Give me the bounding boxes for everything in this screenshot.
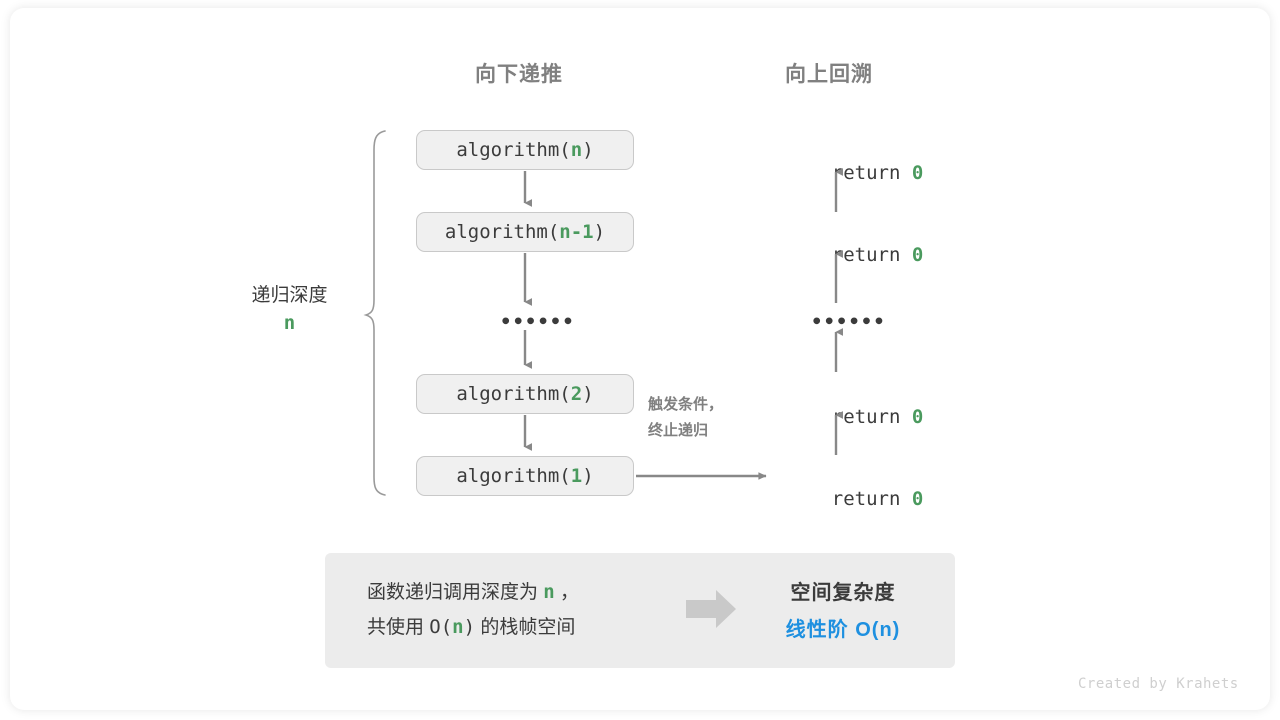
summary-line2-text: 共使用 — [367, 617, 430, 639]
return-label-2: return 0 — [786, 222, 924, 288]
call-box-prefix: algorithm( — [456, 383, 571, 405]
summary-box: 函数递归调用深度为 n ， 共使用 O(n) 的栈帧空间 空间复杂度 线性阶 O… — [325, 553, 955, 668]
footer-credit: Created by Krahets — [1078, 676, 1239, 692]
complexity-title: 空间复杂度 — [790, 582, 896, 604]
return-value: 0 — [911, 488, 924, 510]
call-box-suffix: ) — [582, 465, 594, 487]
summary-description: 函数递归调用深度为 n ， 共使用 O(n) 的栈帧空间 — [367, 575, 579, 645]
call-box-n-minus-1[interactable]: algorithm(n-1) — [416, 212, 634, 252]
recursion-depth-value: n — [283, 311, 296, 334]
summary-line1-tail: ， — [554, 582, 580, 603]
call-box-suffix: ) — [582, 139, 594, 161]
call-box-suffix: ) — [593, 221, 606, 243]
return-keyword: return — [831, 406, 912, 428]
column-header-ascend: 向上回溯 — [785, 63, 873, 86]
call-box-prefix: algorithm( — [456, 139, 571, 161]
return-keyword: return — [831, 162, 912, 184]
summary-line1-n: n — [543, 581, 555, 603]
ellipsis-dots-right: •••••• — [811, 311, 886, 333]
call-box-suffix: ) — [582, 383, 594, 405]
call-box-n[interactable]: algorithm(n) — [416, 130, 634, 170]
return-label-4: return 0 — [786, 466, 924, 532]
recursion-depth-label: 递归深度 n — [232, 282, 347, 337]
call-box-1[interactable]: algorithm(1) — [416, 456, 634, 496]
recursion-depth-text: 递归深度 — [251, 285, 328, 306]
return-value: 0 — [911, 406, 924, 428]
recursion-depth-brace — [363, 130, 386, 496]
call-box-arg: 1 — [570, 465, 583, 487]
return-keyword: return — [831, 488, 912, 510]
return-value: 0 — [911, 162, 924, 184]
summary-line2-n: n — [452, 616, 464, 639]
return-label-3: return 0 — [786, 384, 924, 450]
summary-line2-big-o: O( — [429, 616, 453, 639]
complexity-value: 线性阶 O(n) — [785, 619, 901, 641]
column-header-descend: 向下递推 — [475, 63, 563, 86]
terminate-condition-note: 触发条件， 终止递归 — [648, 396, 724, 440]
summary-line2-tail: 的栈帧空间 — [475, 617, 576, 639]
call-box-prefix: algorithm( — [444, 221, 560, 243]
summary-result: 空间复杂度 线性阶 O(n) — [743, 575, 943, 649]
call-box-arg: 2 — [570, 383, 583, 405]
call-box-arg: n-1 — [559, 221, 594, 243]
return-value: 0 — [911, 244, 924, 266]
call-box-arg: n — [570, 139, 583, 161]
call-box-2[interactable]: algorithm(2) — [416, 374, 634, 414]
return-keyword: return — [831, 244, 912, 266]
summary-line1-text: 函数递归调用深度为 — [367, 582, 544, 603]
ellipsis-dots-left: •••••• — [500, 311, 575, 333]
call-box-prefix: algorithm( — [456, 465, 571, 487]
return-label-1: return 0 — [786, 140, 924, 206]
summary-line2-paren: ) — [463, 616, 476, 639]
